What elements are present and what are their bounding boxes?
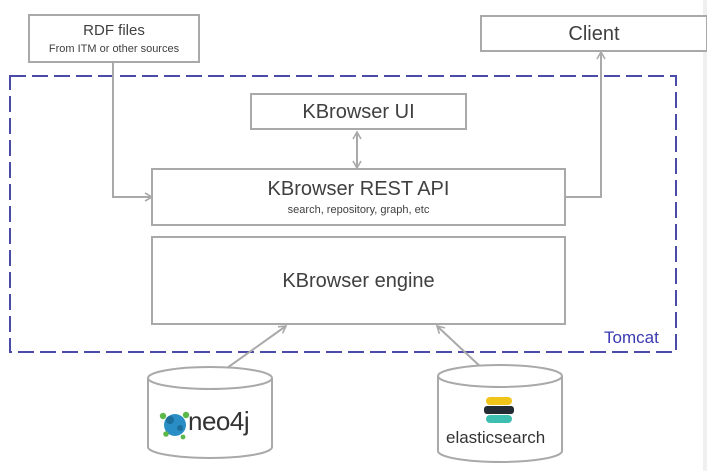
tomcat-label: Tomcat — [604, 328, 659, 347]
neo4j-logo-icon — [159, 411, 190, 440]
client-title: Client — [568, 22, 620, 45]
kbrowser-engine-title: KBrowser engine — [282, 269, 435, 292]
elasticsearch-logo-icon — [484, 397, 514, 423]
kbrowser-ui-box: KBrowser UI — [250, 93, 467, 130]
api-to-client-arrow — [566, 50, 606, 198]
client-box: Client — [480, 15, 707, 52]
kbrowser-ui-title: KBrowser UI — [302, 100, 415, 123]
elasticsearch-label: elasticsearch — [446, 428, 546, 447]
neo4j-database — [147, 366, 273, 459]
tomcat-container — [9, 75, 677, 353]
rdf-files-title: RDF files — [83, 21, 145, 39]
rdf-files-subtitle: From ITM or other sources — [48, 42, 180, 55]
right-border — [703, 0, 707, 471]
kbrowser-rest-api-title: KBrowser REST API — [267, 177, 450, 200]
kbrowser-engine-box: KBrowser engine — [151, 236, 566, 325]
kbrowser-rest-api-box: KBrowser REST API search, repository, gr… — [151, 168, 566, 226]
neo4j-label: neo4j — [188, 406, 250, 436]
rdf-files-box: RDF files From ITM or other sources — [28, 14, 200, 63]
rdf-to-api-arrow — [112, 62, 154, 202]
kbrowser-rest-api-subtitle: search, repository, graph, etc — [287, 203, 430, 216]
